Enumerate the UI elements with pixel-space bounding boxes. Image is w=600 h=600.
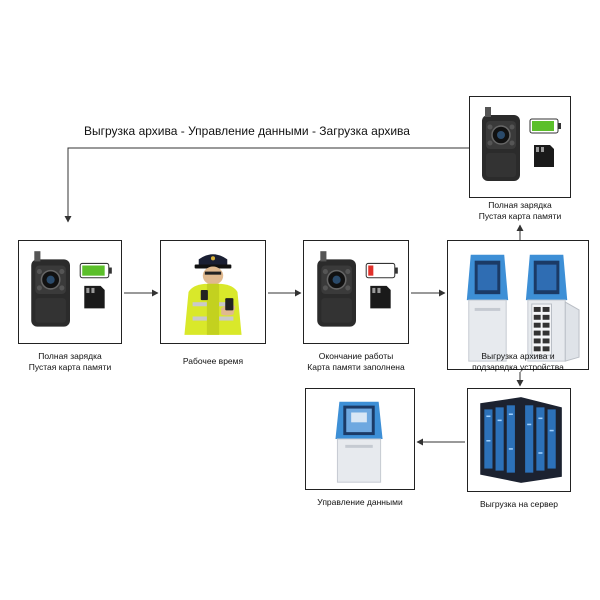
step-server-caption: Выгрузка на сервер [479, 499, 558, 509]
police-officer-icon [184, 254, 242, 335]
body-camera-icon [482, 107, 561, 181]
step-dock-box [447, 240, 589, 370]
feedback-loop-arrow [64, 147, 470, 223]
step-start-caption: Полная зарядка Пустая карта памяти [28, 351, 112, 372]
step-start-box [18, 240, 122, 344]
server-rack-icon [480, 397, 562, 483]
step-top-right-caption: Полная зарядка Пустая карта памяти [478, 200, 562, 221]
step-work-caption: Рабочее время [182, 356, 244, 366]
step-end-caption: Окончание работы Карта памяти заполнена [307, 351, 405, 372]
step-server-box [467, 388, 571, 492]
docking-kiosk-icon [466, 254, 580, 362]
step-manage-caption: Управление данными [317, 497, 403, 507]
step-top-right-box [469, 96, 571, 198]
cycle-title: Выгрузка архива - Управление данными - З… [84, 124, 410, 138]
body-camera-icon [317, 251, 398, 327]
data-kiosk-icon [335, 401, 383, 483]
step-work-box [160, 240, 266, 344]
step-end-box [303, 240, 409, 344]
step-dock-caption: Выгрузка архива и подзарядка устройства [472, 351, 564, 372]
step-manage-box [305, 388, 415, 490]
body-camera-icon [31, 251, 112, 327]
